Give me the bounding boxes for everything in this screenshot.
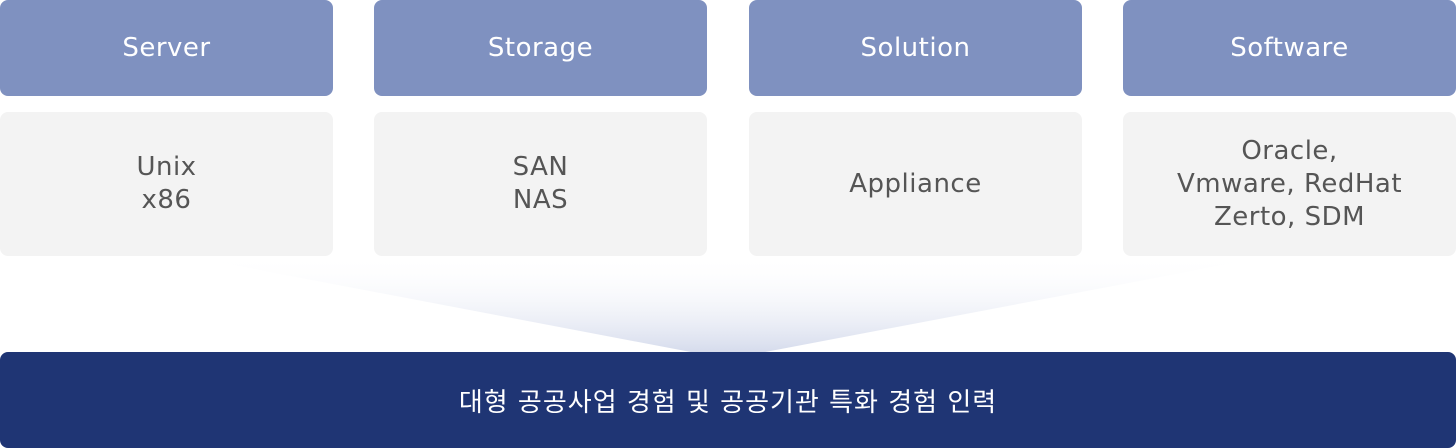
category-header-server: Server: [0, 0, 333, 96]
funnel-shape: [180, 255, 1276, 353]
category-header-storage: Storage: [374, 0, 707, 96]
category-software: Software Oracle, Vmware, RedHat Zerto, S…: [1123, 0, 1456, 256]
category-header-solution: Solution: [749, 0, 1082, 96]
category-item: SAN: [512, 152, 569, 182]
summary-banner: 대형 공공사업 경험 및 공공기관 특화 경험 인력: [0, 352, 1456, 448]
category-storage: Storage SAN NAS: [374, 0, 707, 256]
category-item: Oracle,: [1241, 135, 1338, 166]
category-body-software: Oracle, Vmware, RedHat Zerto, SDM: [1123, 112, 1456, 256]
category-item: Unix: [136, 152, 197, 182]
category-body-solution: Appliance: [749, 112, 1082, 256]
category-item: Zerto, SDM: [1213, 201, 1366, 232]
category-solution: Solution Appliance: [749, 0, 1082, 256]
category-item: x86: [141, 185, 192, 215]
category-server: Server Unix x86: [0, 0, 333, 256]
category-item: Vmware, RedHat: [1176, 168, 1403, 199]
category-body-server: Unix x86: [0, 112, 333, 256]
category-item: NAS: [512, 185, 569, 215]
category-body-storage: SAN NAS: [374, 112, 707, 256]
category-header-software: Software: [1123, 0, 1456, 96]
category-item: Appliance: [849, 168, 982, 199]
